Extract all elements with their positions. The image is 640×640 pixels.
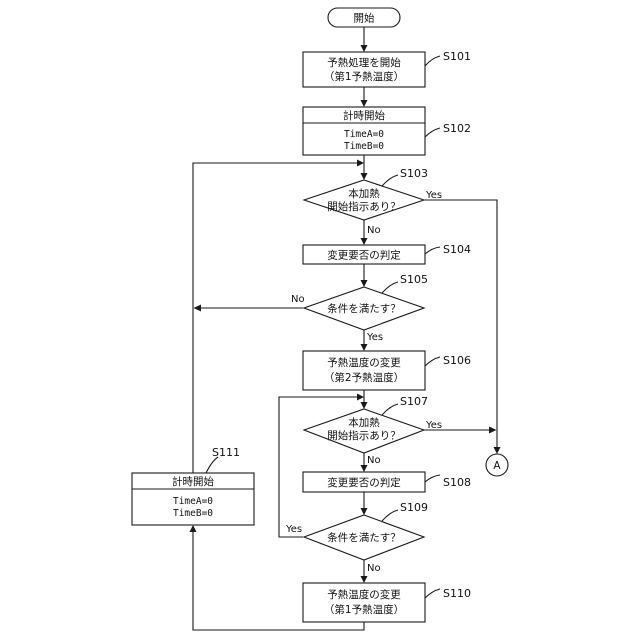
- step-s104: 変更要否の判定 S104: [303, 243, 471, 264]
- s110-id: S110: [443, 587, 471, 600]
- connector-s101-s102: [361, 87, 368, 107]
- s105-id: S105: [400, 273, 428, 286]
- s111-line2: TimeB=0: [173, 508, 213, 519]
- connector-a-label: A: [493, 460, 501, 472]
- s107-line2: 開始指示あり？: [327, 429, 401, 442]
- s109-yes-label: Yes: [285, 524, 302, 535]
- step-s108: 変更要否の判定 S108: [303, 472, 471, 492]
- s107-yes-label: Yes: [425, 420, 442, 431]
- s111-title: 計時開始: [172, 475, 214, 488]
- connector-s108-s109: [361, 492, 368, 515]
- connector-a: A: [486, 454, 508, 476]
- s101-id: S101: [443, 50, 471, 63]
- s108-label: 変更要否の判定: [327, 476, 401, 489]
- s110-line1: 予熱温度の変更: [327, 588, 401, 601]
- s108-id: S108: [443, 476, 471, 489]
- start-label: 開始: [354, 12, 375, 25]
- decision-s103: 本加熱 開始指示あり？ S103 Yes No: [304, 167, 442, 236]
- s103-line2: 開始指示あり？: [327, 200, 401, 213]
- connector-s103-yes: [424, 200, 501, 454]
- s109-no-label: No: [367, 563, 381, 574]
- s106-id: S106: [443, 354, 471, 367]
- s103-id: S103: [400, 167, 428, 180]
- s110-line2: （第1予熱温度）: [324, 603, 404, 616]
- s106-line1: 予熱温度の変更: [327, 356, 401, 369]
- s107-line1: 本加熱: [348, 416, 380, 429]
- s103-no-label: No: [367, 225, 381, 236]
- s104-id: S104: [443, 243, 471, 256]
- s109-label: 条件を満たす？: [327, 531, 401, 544]
- decision-s105: 条件を満たす？ S105 No Yes: [291, 273, 428, 343]
- s105-yes-label: Yes: [366, 332, 383, 343]
- s111-id: S111: [212, 446, 240, 459]
- decision-s107: 本加熱 開始指示あり？ S107 Yes No: [304, 395, 442, 466]
- s102-line2: TimeB=0: [344, 141, 384, 152]
- s107-id: S107: [400, 395, 428, 408]
- s103-line1: 本加熱: [348, 187, 380, 200]
- connector-s106-s107: [361, 390, 368, 409]
- connector-start-s101: [361, 27, 368, 52]
- step-s106: 予熱温度の変更 （第2予熱温度） S106: [303, 351, 471, 390]
- connector-s102-s103: [361, 155, 368, 180]
- decision-s109: 条件を満たす？ S109 Yes No: [285, 501, 428, 574]
- s109-id: S109: [400, 501, 428, 514]
- s103-yes-label: Yes: [425, 190, 442, 201]
- s105-no-label: No: [291, 294, 305, 305]
- s106-line2: （第2予熱温度）: [324, 371, 404, 384]
- s107-no-label: No: [367, 455, 381, 466]
- step-s102: 計時開始 TimeA=0 TimeB=0 S102: [303, 107, 471, 155]
- s101-line2: （第1予熱温度）: [324, 70, 404, 83]
- start-terminal: 開始: [328, 8, 400, 27]
- step-s101: 予熱処理を開始 （第1予熱温度） S101: [303, 50, 471, 87]
- s105-label: 条件を満たす？: [327, 302, 401, 315]
- s102-line1: TimeA=0: [344, 129, 384, 140]
- s111-line1: TimeA=0: [173, 496, 213, 507]
- s101-line1: 予熱処理を開始: [327, 56, 401, 69]
- s104-label: 変更要否の判定: [327, 249, 401, 262]
- connector-s104-s105: [361, 264, 368, 287]
- step-s110: 予熱温度の変更 （第1予熱温度） S110: [303, 583, 471, 622]
- s102-title: 計時開始: [343, 109, 385, 122]
- connector-s105-no: [194, 305, 304, 312]
- s102-id: S102: [443, 122, 471, 135]
